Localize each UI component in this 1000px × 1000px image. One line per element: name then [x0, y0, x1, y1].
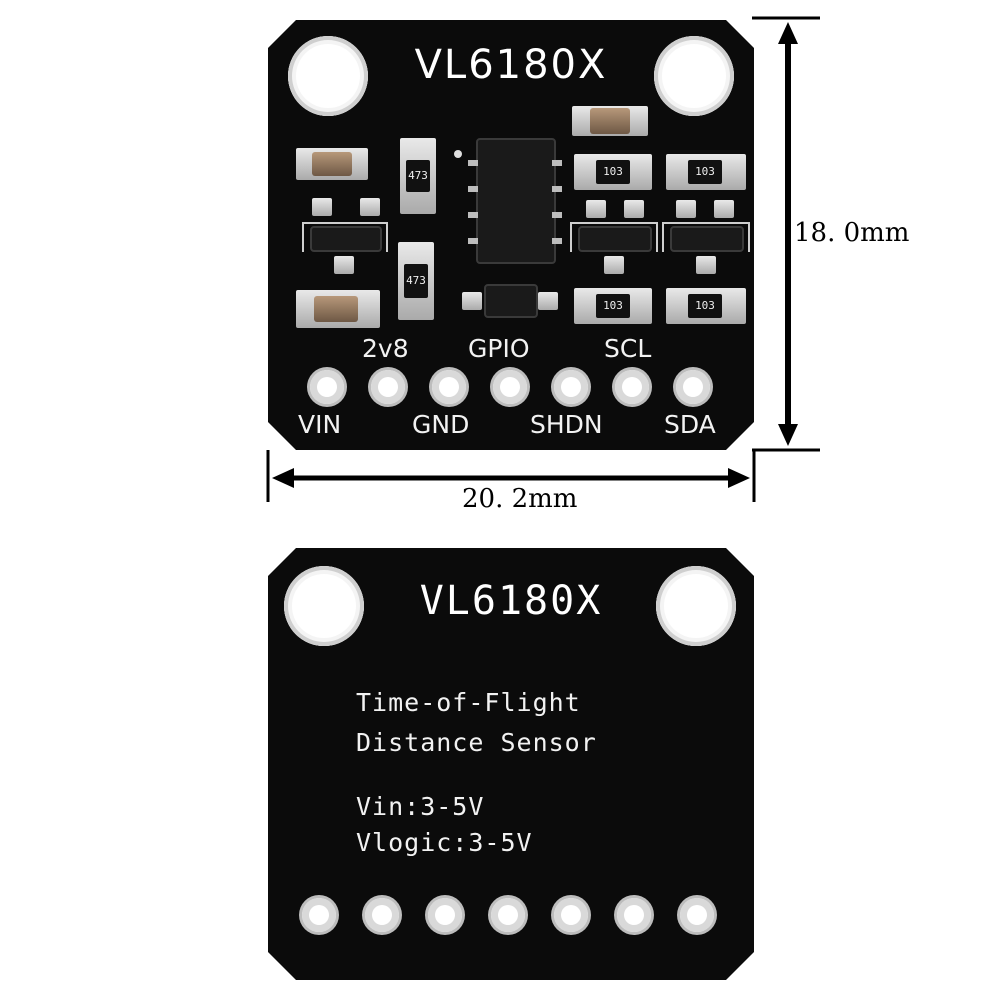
capacitor — [314, 296, 358, 322]
pin-label-shdn: SHDN — [530, 410, 603, 439]
header-pin-6 — [615, 370, 649, 404]
description-line-2: Distance Sensor — [356, 728, 597, 757]
chip-pin — [468, 238, 478, 244]
chip-pin — [552, 160, 562, 166]
header-pin-2 — [365, 898, 399, 932]
pin-label-vin: VIN — [298, 410, 342, 439]
header-pin-1 — [302, 898, 336, 932]
back-title: VL6180X — [419, 578, 603, 624]
transistor — [578, 226, 652, 252]
capacitor — [312, 152, 352, 176]
vin-spec: Vin:3-5V — [356, 792, 485, 821]
transistor — [670, 226, 744, 252]
pad — [538, 292, 558, 310]
header-pin-2 — [371, 370, 405, 404]
resistor-103-c: 103 — [596, 294, 630, 318]
chip-pin — [468, 186, 478, 192]
pad — [334, 256, 354, 274]
pad — [696, 256, 716, 274]
front-title: VL6180X — [414, 42, 608, 88]
header-pin-5 — [554, 898, 588, 932]
pad — [604, 256, 624, 274]
pin-label-gpio: GPIO — [468, 334, 530, 363]
description-line-1: Time-of-Flight — [356, 688, 581, 717]
height-dimension-label: 18. 0mm — [794, 218, 910, 248]
chip-pin — [552, 212, 562, 218]
header-pin-4 — [491, 898, 525, 932]
chip-pin — [552, 186, 562, 192]
component-outline — [662, 222, 750, 252]
small-transistor — [484, 284, 538, 318]
width-dimension-label: 20. 2mm — [462, 484, 578, 514]
pin-label-scl: SCL — [604, 334, 652, 363]
pad — [312, 198, 332, 216]
mounting-hole-top-right — [656, 566, 736, 646]
header-pin-7 — [680, 898, 714, 932]
chip-pin — [552, 238, 562, 244]
resistor-103-b: 103 — [688, 160, 722, 184]
pcb-front: VL6180X 473 473 103 103 103 — [268, 20, 754, 450]
pad — [586, 200, 606, 218]
pad — [714, 200, 734, 218]
resistor-103-a: 103 — [596, 160, 630, 184]
vlogic-spec: Vlogic:3-5V — [356, 828, 533, 857]
pin1-marker — [454, 150, 462, 158]
component-outline — [302, 222, 388, 252]
header-pin-6 — [617, 898, 651, 932]
chip-pin — [468, 212, 478, 218]
capacitor — [590, 108, 630, 134]
component-outline — [570, 222, 658, 252]
transistor — [310, 226, 382, 252]
header-pin-3 — [428, 898, 462, 932]
mounting-hole-top-left — [288, 36, 368, 116]
pcb-back: VL6180X Time-of-Flight Distance Sensor V… — [268, 548, 754, 980]
mounting-hole-top-right — [654, 36, 734, 116]
resistor-473-top: 473 — [406, 160, 430, 192]
pin-label-2v8: 2v8 — [362, 334, 409, 363]
pad — [624, 200, 644, 218]
pin-label-sda: SDA — [664, 410, 716, 439]
header-pin-3 — [432, 370, 466, 404]
header-pin-4 — [493, 370, 527, 404]
header-pin-5 — [554, 370, 588, 404]
pin-label-gnd: GND — [412, 410, 470, 439]
chip-pin — [468, 160, 478, 166]
vl6180x-sensor-chip — [476, 138, 556, 264]
header-pin-1 — [310, 370, 344, 404]
resistor-473-bottom: 473 — [404, 264, 428, 298]
pad — [360, 198, 380, 216]
header-pin-7 — [676, 370, 710, 404]
mounting-hole-top-left — [284, 566, 364, 646]
pad — [462, 292, 482, 310]
pad — [676, 200, 696, 218]
resistor-103-d: 103 — [688, 294, 722, 318]
